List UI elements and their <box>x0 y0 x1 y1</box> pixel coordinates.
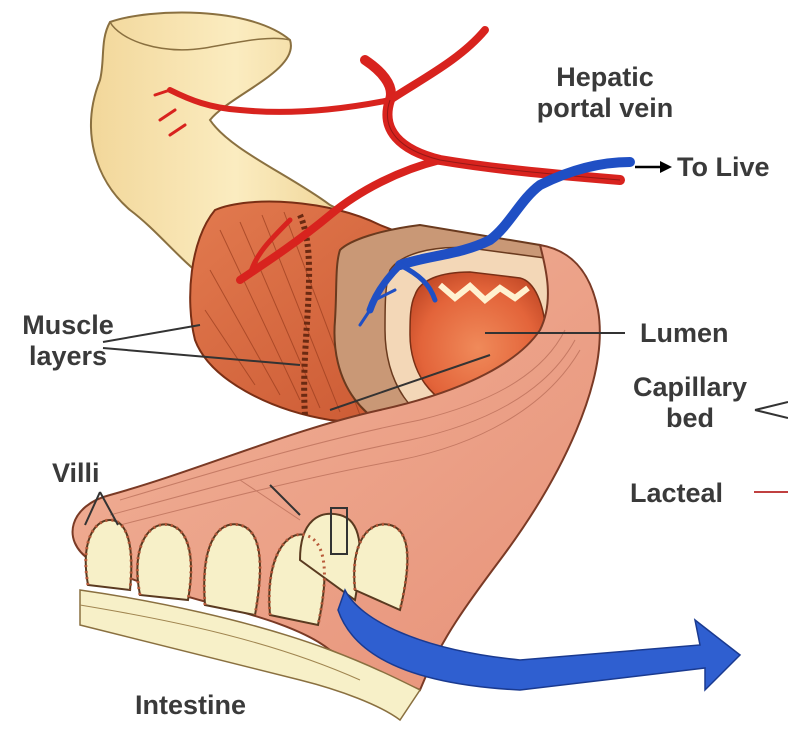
label-capillary-bed-line1: Capillary <box>620 372 760 403</box>
label-capillary-bed-line2: bed <box>620 403 760 434</box>
label-muscle-layers-line2: layers <box>8 341 128 372</box>
label-intestine: Intestine <box>135 690 246 721</box>
label-lumen: Lumen <box>640 318 729 349</box>
to-liver-arrowhead <box>660 161 672 173</box>
label-hepatic-portal-vein-line1: Hepatic <box>500 62 710 93</box>
label-hepatic-portal-vein: Hepatic portal vein <box>500 62 710 124</box>
label-hepatic-portal-vein-line2: portal vein <box>500 93 710 124</box>
label-lacteal: Lacteal <box>630 478 723 509</box>
label-muscle-layers-line1: Muscle <box>8 310 128 341</box>
label-muscle-layers: Muscle layers <box>8 310 128 372</box>
label-to-liver: To Live <box>677 152 770 183</box>
label-capillary-bed: Capillary bed <box>620 372 760 434</box>
label-villi: Villi <box>52 458 100 489</box>
